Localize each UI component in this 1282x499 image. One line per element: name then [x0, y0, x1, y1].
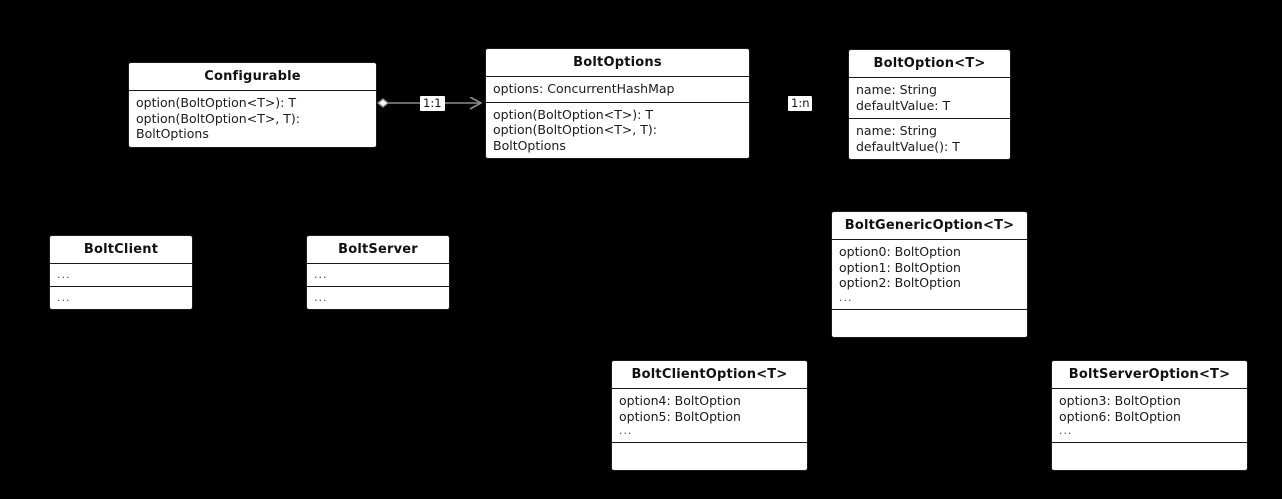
attribute-line: options: ConcurrentHashMap: [493, 81, 675, 96]
class-methods-boltoptions: option(BoltOption<T>): T option(BoltOpti…: [486, 101, 749, 159]
attribute-line: ...: [314, 268, 328, 281]
class-box-boltserveroption[interactable]: BoltServerOption<T> option3: BoltOption …: [1051, 360, 1248, 471]
class-title-boltclient: BoltClient: [83, 242, 159, 257]
class-methods-boltoption: name: String defaultValue(): T: [849, 118, 1010, 159]
class-methods-boltclient: ...: [50, 286, 192, 309]
class-box-boltoption[interactable]: BoltOption<T> name: String defaultValue:…: [848, 49, 1011, 160]
class-attributes-boltoptions: options: ConcurrentHashMap: [486, 76, 749, 102]
method-line: BoltOptions: [493, 137, 566, 153]
attribute-line: ...: [57, 268, 71, 281]
class-title-boltgenericoption: BoltGenericOption<T>: [844, 218, 1015, 233]
method-line: option(BoltOption<T>, T):: [136, 110, 300, 126]
method-line: option(BoltOption<T>): T: [493, 106, 653, 122]
method-line: ...: [314, 291, 328, 304]
class-box-boltclient[interactable]: BoltClient ... ...: [49, 235, 193, 310]
multiplicity-label-1-1: 1:1: [420, 96, 445, 111]
class-title-configurable: Configurable: [204, 69, 301, 84]
attribute-line: option1: BoltOption: [839, 259, 961, 275]
method-line: name: String: [856, 123, 937, 138]
class-attributes-boltgenericoption: option0: BoltOption option1: BoltOption …: [832, 239, 1027, 309]
method-line: option(BoltOption<T>): T: [136, 95, 296, 110]
method-line: defaultValue(): T: [856, 138, 960, 154]
class-title-boltoption: BoltOption<T>: [873, 56, 986, 71]
attribute-line: ...: [839, 290, 853, 304]
attribute-line: option4: BoltOption: [619, 393, 741, 408]
attribute-line: option6: BoltOption: [1059, 408, 1181, 424]
attribute-line: option3: BoltOption: [1059, 393, 1181, 408]
attribute-line: defaultValue: T: [856, 97, 951, 113]
method-line: ...: [57, 291, 71, 304]
class-box-configurable[interactable]: Configurable option(BoltOption<T>): T op…: [128, 62, 377, 148]
class-box-boltclientoption[interactable]: BoltClientOption<T> option4: BoltOption …: [611, 360, 808, 471]
class-title-boltclientoption: BoltClientOption<T>: [631, 367, 788, 382]
attribute-line: option5: BoltOption: [619, 408, 741, 424]
method-line: option(BoltOption<T>, T):: [493, 122, 657, 137]
class-methods-boltclientoption: [612, 442, 807, 470]
class-box-boltoptions[interactable]: BoltOptions options: ConcurrentHashMap o…: [485, 48, 750, 159]
class-attributes-boltclient: ...: [50, 263, 192, 286]
class-attributes-boltclientoption: option4: BoltOption option5: BoltOption …: [612, 388, 807, 442]
aggregation-diamond-configurable: [376, 98, 390, 108]
class-attributes-boltserver: ...: [307, 263, 449, 286]
class-methods-boltgenericoption: [832, 308, 1027, 337]
method-line: BoltOptions: [136, 126, 209, 141]
class-box-boltgenericoption[interactable]: BoltGenericOption<T> option0: BoltOption…: [831, 211, 1028, 338]
attribute-line: ...: [1059, 424, 1073, 437]
multiplicity-label-1-n: 1:n: [788, 96, 813, 111]
class-methods-boltserver: ...: [307, 286, 449, 309]
class-methods-configurable: option(BoltOption<T>): T option(BoltOpti…: [129, 90, 376, 147]
attribute-line: option0: BoltOption: [839, 244, 961, 259]
class-attributes-boltserveroption: option3: BoltOption option6: BoltOption …: [1052, 388, 1247, 442]
class-attributes-boltoption: name: String defaultValue: T: [849, 77, 1010, 118]
class-title-boltserver: BoltServer: [338, 242, 418, 257]
attribute-line: name: String: [856, 82, 937, 97]
class-title-boltserveroption: BoltServerOption<T>: [1068, 367, 1231, 382]
attribute-line: option2: BoltOption: [839, 275, 961, 290]
class-box-boltserver[interactable]: BoltServer ... ...: [306, 235, 450, 310]
class-title-boltoptions: BoltOptions: [573, 55, 662, 70]
attribute-line: ...: [619, 424, 633, 437]
class-methods-boltserveroption: [1052, 442, 1247, 470]
